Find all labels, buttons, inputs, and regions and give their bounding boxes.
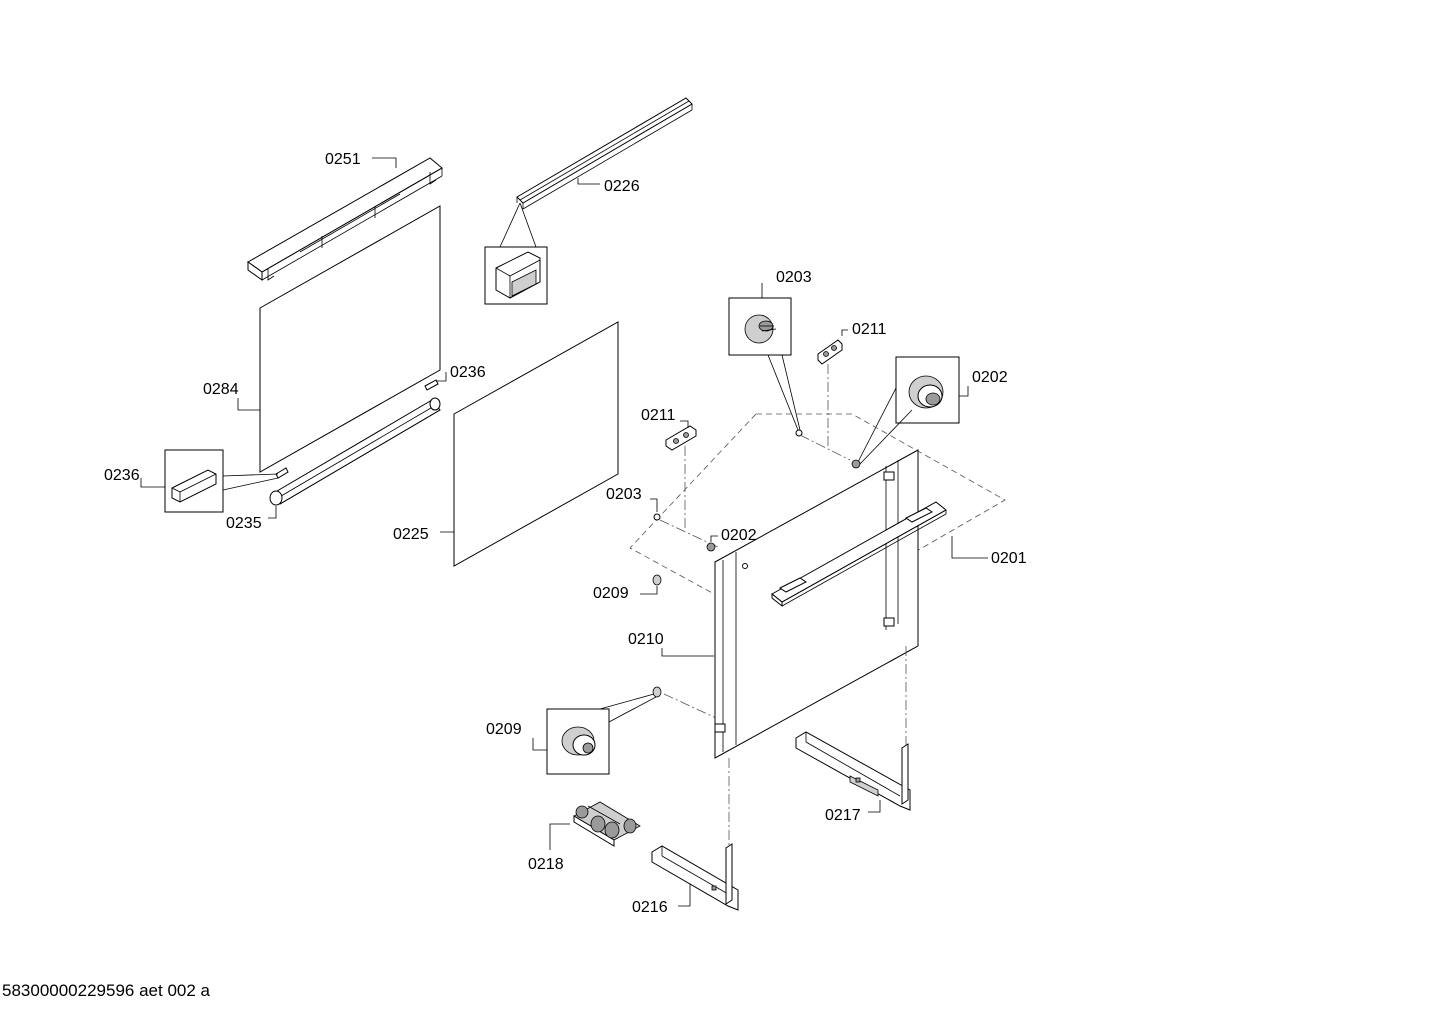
label-0236-upper: 0236 — [450, 364, 486, 381]
label-0251: 0251 — [325, 151, 361, 168]
label-0284: 0284 — [203, 381, 239, 398]
detail-box-0226 — [484, 202, 548, 305]
part-0211-hinge-plate-left — [665, 425, 697, 451]
detail-box-0202-right — [857, 356, 960, 465]
label-0211-left: 0211 — [641, 407, 676, 424]
label-0211-right: 0211 — [852, 321, 887, 338]
part-0218-hinge-mechanism — [573, 801, 641, 847]
part-0203-bolt-top — [795, 429, 803, 437]
label-0203-top: 0203 — [776, 269, 812, 286]
part-0201-handle — [771, 501, 947, 608]
label-0225: 0225 — [393, 526, 429, 543]
part-0217-hinge-right — [795, 731, 911, 811]
part-0235-bottom-trim — [269, 397, 441, 506]
part-0236-pad-upper — [424, 379, 439, 391]
detail-box-0209 — [546, 693, 657, 775]
part-0251-top-trim — [247, 157, 443, 281]
part-0225-outer-glass — [453, 321, 619, 567]
part-0216-hinge-left — [651, 843, 739, 911]
part-0201-door — [714, 449, 919, 759]
label-0210: 0210 — [628, 631, 664, 648]
label-0217: 0217 — [825, 807, 861, 824]
part-0226-seal-strip — [516, 97, 693, 210]
label-0235: 0235 — [226, 515, 262, 532]
label-0202-right: 0202 — [972, 369, 1008, 386]
drawing-id-footer: 58300000229596 aet 002 a — [2, 981, 210, 1000]
label-0209-upper: 0209 — [593, 585, 629, 602]
part-0209-foot-upper — [652, 574, 662, 586]
part-0211-hinge-plate-right — [817, 339, 843, 365]
label-0209-lower: 0209 — [486, 721, 522, 738]
label-0203-left: 0203 — [606, 486, 642, 503]
detail-box-0236 — [164, 449, 279, 513]
detail-box-0203 — [728, 297, 801, 431]
part-0284-glass-panel — [259, 205, 441, 473]
part-0209-foot-lower — [652, 686, 662, 698]
part-0236-pad-lower — [275, 467, 289, 479]
label-0202-left: 0202 — [721, 527, 757, 544]
label-0201: 0201 — [991, 550, 1027, 567]
label-0236-lower: 0236 — [104, 467, 140, 484]
label-0218: 0218 — [528, 856, 564, 873]
label-0226: 0226 — [604, 178, 640, 195]
label-0216: 0216 — [632, 899, 668, 916]
part-0203-bolt-left — [653, 513, 661, 521]
part-0202-foot-left — [706, 542, 716, 552]
part-0202-foot-right — [851, 459, 861, 469]
